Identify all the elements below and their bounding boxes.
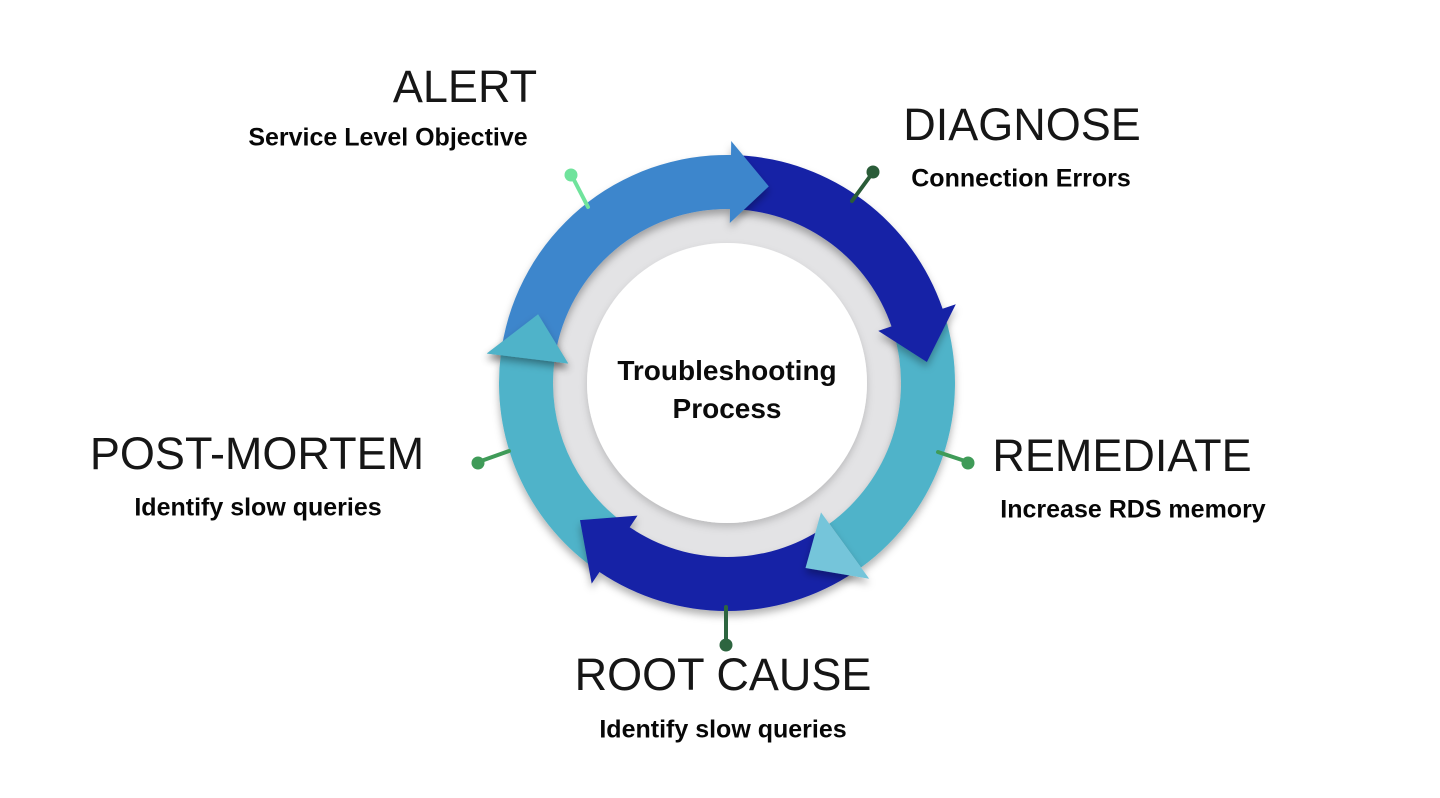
stage-title-alert: ALERT [392,61,538,112]
center-caption-line1: Troubleshooting [617,355,837,386]
stage-title-root-cause: ROOT CAUSE [574,649,872,700]
stage-subtitle-remediate: Increase RDS memory [1000,495,1266,524]
stage-title-diagnose: DIAGNOSE [903,99,1141,150]
stage-title-remediate: REMEDIATE [992,430,1252,481]
stage-subtitle-diagnose: Connection Errors [911,164,1131,193]
stage-subtitle-alert: Service Level Objective [248,123,528,152]
stage-subtitle-post-mortem: Identify slow queries [134,493,382,522]
stage-subtitle-root-cause: Identify slow queries [599,715,847,744]
center-caption-line2: Process [672,393,782,424]
stage-title-post-mortem: POST-MORTEM [89,428,425,479]
